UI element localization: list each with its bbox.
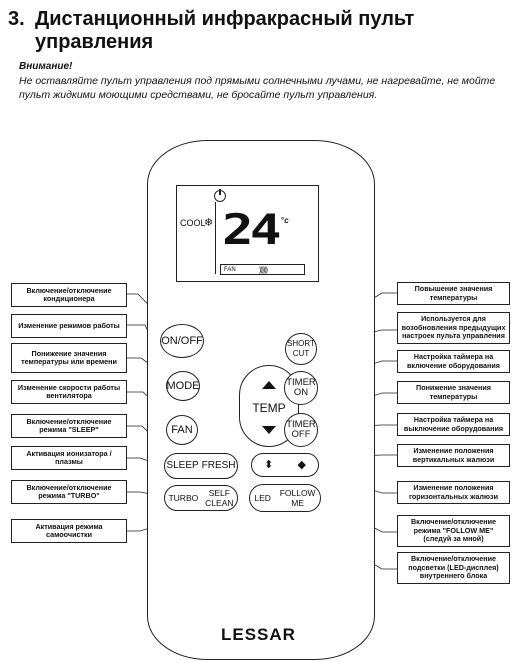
fresh-button[interactable]: FRESH	[201, 460, 236, 471]
callout-onoff: Включение/отключение кондиционера	[11, 283, 127, 307]
led-followme-group: LED FOLLOW ME	[249, 484, 321, 512]
callout-temp-down-right: Понижение значения температуры	[397, 381, 510, 404]
lcd-mode: COOL	[180, 218, 206, 228]
callout-fan: Изменение скорости работы вентилятора	[11, 380, 127, 404]
callout-sleep: Включение/отключение режима "SLEEP"	[11, 414, 127, 438]
timer-on-label-2: ON	[293, 387, 309, 398]
callout-turbo: Включение/отключение режима "TURBO"	[11, 480, 127, 504]
swing-group: ⬍ ◆	[251, 453, 319, 477]
brand-logo: LESSAR	[221, 625, 296, 644]
callout-timer-off: Настройка таймера на выключение оборудов…	[397, 413, 510, 436]
heading-line-2: управления	[35, 31, 154, 53]
lcd-divider	[215, 202, 216, 274]
heading-line-1: Дистанционный инфракрасный пульт	[35, 8, 415, 30]
callout-ionizer: Активация ионизатора / плазмы	[11, 446, 127, 470]
self-clean-button[interactable]: SELF CLEAN	[205, 488, 233, 508]
section-number: 3.	[8, 8, 25, 30]
mode-button[interactable]: MODE	[166, 371, 200, 401]
warning-text: Не оставляйте пульт управления под прямы…	[19, 75, 496, 101]
sleep-button[interactable]: SLEEP	[166, 460, 199, 471]
callout-led: Включение/отключение подсветки (LED-дисп…	[397, 552, 510, 584]
callout-temp-down: Понижение значения температуры или време…	[11, 343, 127, 373]
timer-on-button[interactable]: TIMER ON	[284, 371, 318, 405]
section-heading: 3. Дистанционный инфракрасный пульт управ…	[8, 8, 478, 54]
power-icon	[214, 189, 226, 202]
fan-speed-icon: ))))))	[259, 267, 268, 274]
timer-off-label-2: OFF	[291, 429, 311, 440]
on-off-button[interactable]: ON/OFF	[160, 324, 204, 358]
timer-on-label-1: TIMER	[286, 377, 316, 388]
short-cut-label-2: CUT	[292, 349, 310, 358]
callout-short-cut: Используется для возобновления предыдущи…	[397, 312, 510, 344]
callout-vertical-louvers: Изменение положения вертикальных жалюзи	[397, 444, 510, 467]
led-button[interactable]: LED	[254, 493, 271, 503]
self-clean-label-1: SELF	[208, 488, 230, 498]
temp-down-icon[interactable]	[262, 426, 276, 434]
callout-follow-me: Включение/отключение режима "FOLLOW ME" …	[397, 515, 510, 547]
warning-title: Внимание!	[19, 61, 73, 72]
follow-me-label-2: ME	[291, 498, 305, 508]
short-cut-label-1: SHORT	[287, 339, 315, 348]
follow-me-button[interactable]: FOLLOW ME	[280, 488, 316, 508]
fan-button[interactable]: FAN	[166, 415, 198, 445]
callout-temp-up: Повышение значения температуры	[397, 282, 510, 305]
follow-me-label-1: FOLLOW	[279, 488, 316, 498]
lcd-fan-label: FAN	[224, 267, 236, 273]
timer-off-button[interactable]: TIMER OFF	[284, 413, 318, 447]
callout-self-clean: Активация режима самоочистки	[11, 519, 127, 543]
lcd-temperature: 24	[222, 205, 281, 254]
lcd-unit: °c	[281, 216, 289, 225]
lcd-display: COOL ❄ 24 °c FAN ))))))	[176, 185, 319, 282]
snowflake-icon: ❄	[204, 217, 214, 229]
callout-horizontal-louvers: Изменение положения горизонтальных жалюз…	[397, 481, 510, 504]
short-cut-button[interactable]: SHORT CUT	[285, 333, 317, 365]
up-down-arrow-icon[interactable]: ⬍	[264, 459, 274, 471]
temp-label: TEMP	[252, 401, 286, 415]
temp-up-icon[interactable]	[262, 381, 276, 389]
lcd-fan-indicator: FAN ))))))	[220, 264, 305, 275]
left-right-arrow-icon[interactable]: ◆	[297, 459, 306, 471]
turbo-selfclean-group: TURBO SELF CLEAN	[164, 485, 238, 511]
timer-off-label-1: TIMER	[286, 419, 316, 430]
self-clean-label-2: CLEAN	[205, 498, 234, 508]
sleep-fresh-group: SLEEP FRESH	[164, 453, 238, 479]
callout-mode: Изменение режимов работы	[11, 314, 127, 338]
turbo-button[interactable]: TURBO	[168, 493, 199, 503]
callout-timer-on: Настройка таймера на включение оборудова…	[397, 350, 510, 373]
